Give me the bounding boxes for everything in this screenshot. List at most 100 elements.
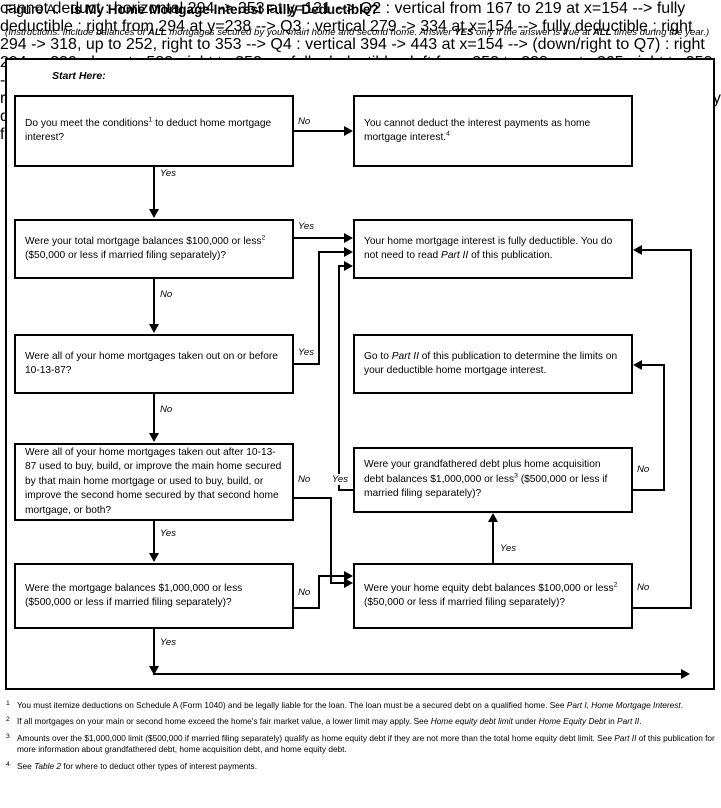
decision-q6-text: Were the mortgage balances $1,000,000 or…	[25, 582, 243, 608]
result-cannot-deduct-text: You cannot deduct the interest payments …	[364, 117, 591, 143]
footnote-ref-2a: 2	[261, 234, 266, 242]
edge-label-q3-yes: Yes	[297, 347, 316, 358]
edge-q4-no-line-v	[330, 497, 332, 584]
instructions-emphasis-all-1: ALL	[147, 27, 167, 38]
footnote-1-italic-1: Part I, Home Mortgage Interest	[566, 700, 681, 710]
edge-q3-yes-arrowhead	[344, 247, 353, 257]
edge-q7-no-arrowhead	[633, 245, 642, 255]
edge-q6-no-line-v	[318, 575, 320, 609]
footnote-3-text-a: Amounts over the $1,000,000 limit ($500,…	[17, 732, 615, 743]
footnote-4-italic-1: Table 2	[34, 760, 61, 771]
footnote-4-text-b: for where to deduct other types of inter…	[61, 760, 258, 771]
footnote-4-text-a: See	[17, 760, 35, 771]
edge-q2-no-arrowhead	[149, 324, 159, 333]
edge-q3-yes-line-h1	[294, 363, 320, 365]
edge-q1-no-arrowhead	[344, 126, 353, 136]
start-here-label: Start Here:	[52, 70, 106, 82]
edge-q4-no-line-h2	[330, 582, 345, 584]
decision-total-mortgage-balances[interactable]: Were your total mortgage balances $100,0…	[14, 219, 294, 279]
edge-q6-no-line-h1	[294, 607, 320, 609]
decision-q2-text: Were your total mortgage balances $100,0…	[25, 234, 266, 261]
footnote-3-marker: 3	[6, 732, 10, 740]
edge-label-q6-yes: Yes	[159, 637, 178, 648]
instructions-part-1: (Instructions: Include balances of	[5, 27, 148, 38]
decision-mortgage-balances-1m[interactable]: Were the mortgage balances $1,000,000 or…	[14, 563, 294, 629]
edge-q6-yes-arrowhead	[149, 666, 159, 675]
edge-q4-yes-arrowhead	[149, 553, 159, 562]
footnote-2-text-a: If all mortgages on your main or second …	[17, 716, 431, 727]
instructions-part-3: only if the answer is true at	[473, 27, 593, 38]
edge-label-q1-no: No	[297, 116, 312, 127]
edge-label-q1-yes: Yes	[159, 168, 178, 179]
emphasis-part-ii-2: Part II	[391, 350, 419, 362]
edge-label-q5-yes: Yes	[499, 543, 518, 554]
footnote-ref-3: 3	[514, 472, 518, 480]
edge-q5-yes-line-v	[338, 265, 340, 491]
footnote-4-marker: 4	[6, 760, 10, 768]
edge-q3-yes-line-v	[318, 251, 320, 365]
instructions-part-4: times during the year.)	[611, 27, 710, 38]
edge-q5-yes-line-h1	[338, 489, 355, 491]
footnote-ref-1: 1	[148, 116, 153, 124]
footnote-1-text-b: .	[680, 700, 684, 710]
edge-q5-yes-arrowhead	[344, 261, 353, 271]
decision-q5-text: Were your grandfathered debt plus home a…	[364, 459, 608, 500]
edge-q3-no-line	[153, 394, 155, 435]
figure-question-title: Is My Home Mortgage Interest Fully Deduc…	[70, 2, 379, 17]
edge-q5-no-line-v	[663, 364, 665, 491]
footnote-4: 4 See Table 2 for where to deduct other t…	[4, 761, 717, 772]
edge-label-q4-yes-right: Yes	[331, 474, 350, 485]
result-go-to-part-ii[interactable]: Go to Part II of this publication to det…	[353, 334, 633, 394]
edge-q4-no-line-h1	[294, 497, 332, 499]
result-go-to-part-ii-text: Go to Part II of this publication to det…	[364, 350, 618, 376]
footnote-2-italic-2: Home Equity Debt	[538, 716, 606, 727]
edge-q4-yes-line	[153, 521, 155, 555]
edge-label-q7-no: No	[636, 582, 651, 593]
figure-label: Figure A.	[5, 2, 60, 17]
decision-q3-text: Were all of your home mortgages taken ou…	[25, 350, 278, 376]
footnote-2-text-d: .	[639, 716, 642, 727]
edge-q7-yes-arrowhead	[488, 513, 498, 522]
edge-q2-no-line	[153, 279, 155, 326]
footnote-2-marker: 2	[6, 716, 10, 724]
decision-mortgages-after-10-13-87[interactable]: Were all of your home mortgages taken ou…	[14, 443, 294, 521]
figure-instructions: (Instructions: Include balances of ALL m…	[5, 26, 711, 39]
edge-label-q6-no: No	[297, 587, 312, 598]
edge-q5-no-arrowhead	[633, 360, 642, 370]
edge-q1-no-line	[294, 130, 345, 132]
edge-q6-no-line-h2	[318, 575, 345, 577]
decision-do-you-meet-conditions[interactable]: Do you meet the conditions1 to deduct ho…	[14, 95, 294, 167]
edge-label-q4-yes-down: Yes	[159, 528, 178, 539]
edge-label-q2-no: No	[159, 289, 174, 300]
edge-q7-no-line-h2	[641, 249, 692, 251]
footnote-2-italic-3: Part II	[617, 716, 640, 727]
edge-q3-yes-line-h2	[318, 251, 345, 253]
decision-home-equity-debt-balances[interactable]: Were your home equity debt balances $100…	[353, 563, 633, 629]
decision-q1-text: Do you meet the conditions1 to deduct ho…	[25, 116, 272, 143]
decision-mortgages-before-10-13-87[interactable]: Were all of your home mortgages taken ou…	[14, 334, 294, 394]
result-fully-deductible[interactable]: Your home mortgage interest is fully ded…	[353, 219, 633, 279]
edge-q3-no-arrowhead	[149, 433, 159, 442]
footnote-2-text-b: under	[512, 716, 539, 727]
footnote-ref-4: 4	[446, 130, 450, 138]
edge-label-q2-yes: Yes	[297, 221, 316, 232]
footnote-3-text-b: of this publication for more information…	[17, 732, 715, 755]
footnote-3: 3 Amounts over the $1,000,000 limit ($500…	[4, 733, 717, 756]
edge-q1-yes-line	[153, 167, 155, 211]
result-fully-deductible-text: Your home mortgage interest is fully ded…	[364, 235, 613, 261]
decision-q4-text: Were all of your home mortgages taken ou…	[25, 446, 282, 516]
edge-label-q4-no: No	[297, 474, 312, 485]
footnote-2-italic-1: Home equity debt limit	[430, 716, 513, 727]
edge-q7-no-line-v	[690, 249, 692, 609]
decision-grandfathered-plus-acquisition-debt[interactable]: Were your grandfathered debt plus home a…	[353, 447, 633, 513]
result-cannot-deduct-interest[interactable]: You cannot deduct the interest payments …	[353, 95, 633, 167]
instructions-part-2: mortgages secured by your main home and …	[166, 27, 455, 38]
edge-q7-no-line-h1	[633, 607, 692, 609]
instructions-emphasis-yes: YES	[454, 27, 474, 38]
footnote-2-text-c: in	[605, 716, 618, 727]
footnote-3-italic-1: Part II	[614, 732, 637, 743]
edge-label-q5-no: No	[636, 464, 651, 475]
edge-q1-yes-arrowhead	[149, 209, 159, 218]
